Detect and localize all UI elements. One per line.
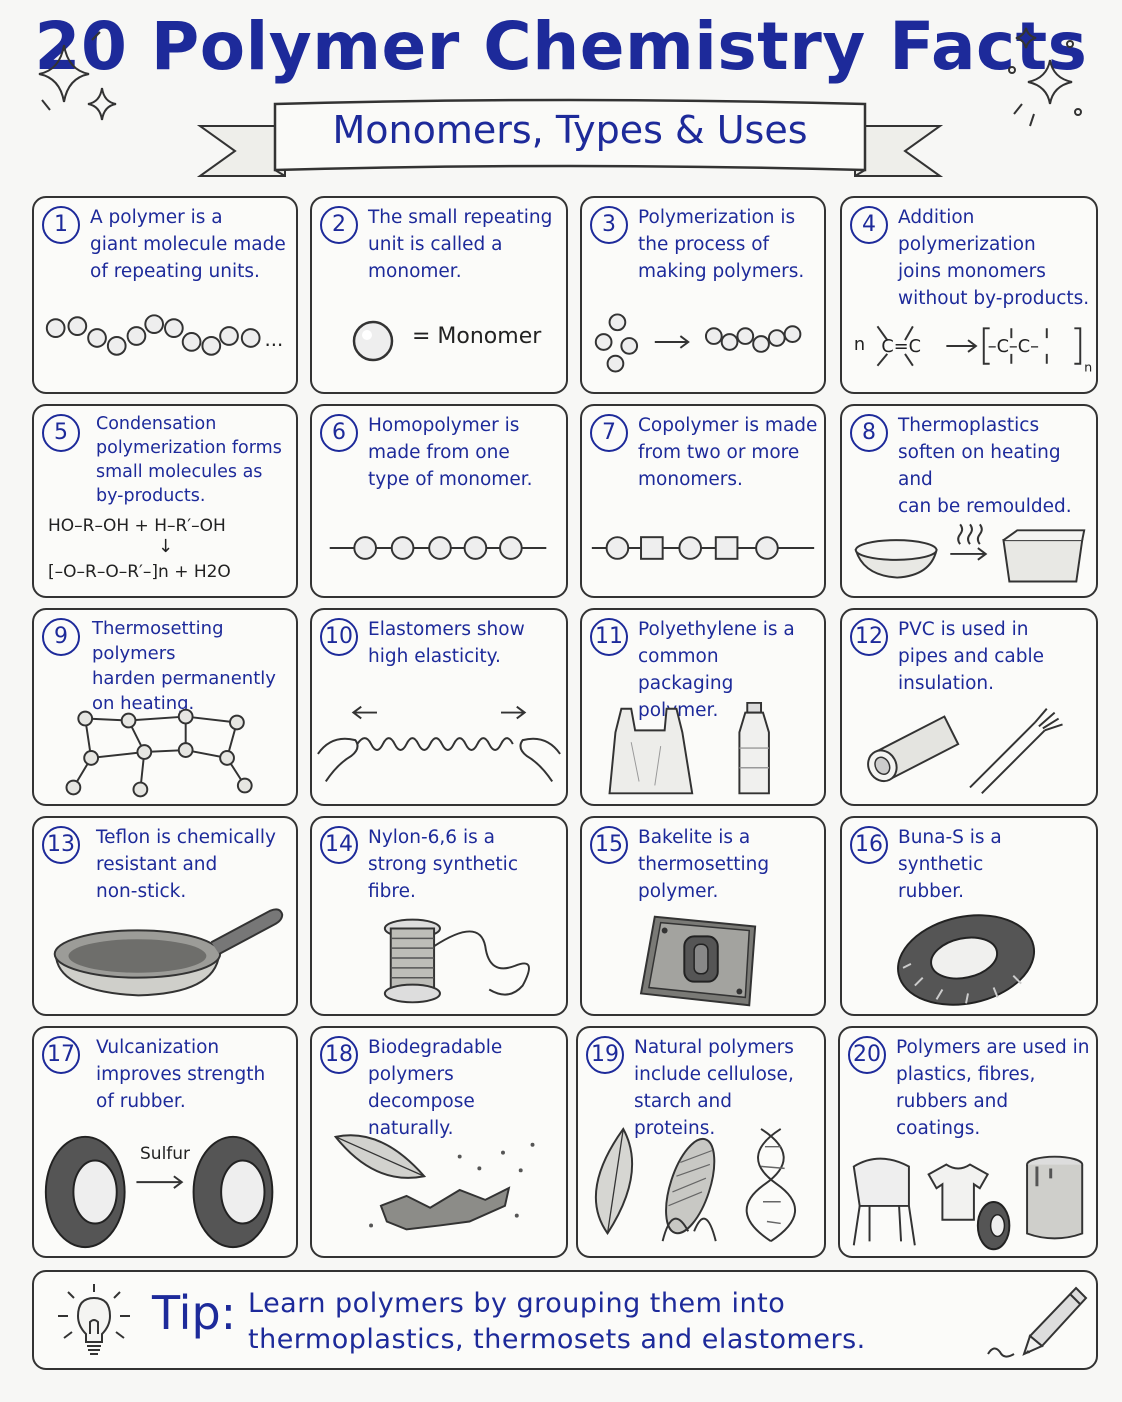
fact-number: 3 [590,206,628,244]
fact-card-18: 18 Biodegradable polymers decompose natu… [310,1026,568,1258]
fact-text: Thermosetting polymers harden permanentl… [92,618,276,714]
fact-number: 14 [320,826,358,864]
fact-card-20: 20 Polymers are used in plastics, fibres… [838,1026,1098,1258]
tyre-illustration [897,914,1036,1006]
monomer-label: = Monomer [412,324,542,349]
fact-card-15: 15 Bakelite is a thermosetting polymer. [580,816,826,1016]
sparkle-icon [38,31,117,121]
fact-number: 4 [850,206,888,244]
fact-number: 1 [42,206,80,244]
fact-card-19: 19 Natural polymers include cellulose, s… [576,1026,826,1258]
fact-text: Elastomers show high elasticity. [368,619,525,667]
fact-text: Polyethylene is a common packaging polym… [638,619,795,721]
thread-spool-illustration [383,918,530,1004]
fact-card-17: 17 Vulcanization improves strength of ru… [32,1026,298,1258]
fact-number: 8 [850,414,888,452]
polymer-products-illustration [852,1155,1084,1251]
frying-pan-illustration [53,908,284,997]
fact-text: Addition polymerization joins monomers w… [898,207,1090,309]
addition-reaction-diagram: n C=C –C–C– n [854,325,1092,376]
fact-text: Thermoplastics soften on heating and can… [898,415,1072,517]
fact-text: A polymer is a giant molecule made of re… [90,207,286,282]
sparkle-icon [1008,27,1082,127]
homopolymer-chain [329,536,547,560]
fact-card-16: 16 Buna-S is a synthetic rubber. [840,816,1098,1016]
fact-text: The small repeating unit is called a mon… [368,207,553,282]
products-equation: [–O–R–O–R′–]n + H2O [48,562,231,582]
fact-card-14: 14 Nylon-6,6 is a strong synthetic fibre… [310,816,568,1016]
natural-polymers-illustration [594,1127,796,1242]
tip-text: Learn polymers by grouping them into the… [248,1288,866,1355]
fact-card-11: 11 Polyethylene is a common packaging po… [580,608,826,806]
fact-text: Natural polymers include cellulose, star… [634,1037,794,1139]
fact-text: PVC is used in pipes and cable insulatio… [898,619,1044,694]
fact-number: 20 [848,1036,886,1074]
fact-number: 5 [42,414,80,452]
fact-text: Polymerization is the process of making … [638,207,805,282]
page-title: 20 Polymer Chemistry Facts [34,8,1088,85]
fact-text: Polymers are used in plastics, fibres, r… [896,1037,1090,1139]
polymerization-illustration [594,313,802,373]
bakelite-switch-illustration [639,915,757,1007]
copolymer-chain [591,536,815,560]
fact-text: Vulcanization improves strength of rubbe… [96,1037,266,1112]
vulcanization-illustration [44,1135,274,1249]
svg-text:C=C: C=C [881,337,921,357]
fact-card-6: 6 Homopolymer is made from one type of m… [310,404,568,598]
fact-text: Teflon is chemically resistant and non-s… [96,827,276,902]
fact-text: Condensation polymerization forms small … [96,414,282,506]
svg-text:...: ... [264,328,283,351]
fact-number: 13 [42,826,80,864]
pencil-icon [987,1286,1088,1358]
fact-number: 16 [850,826,888,864]
fact-text: Nylon-6,6 is a strong synthetic fibre. [368,827,518,902]
reactants-equation: HO–R–OH + H–R′–OH [48,516,226,536]
fact-text: Biodegradable polymers decompose natural… [368,1037,503,1139]
fact-number: 10 [320,618,358,656]
fact-number: 6 [320,414,358,452]
thermoplastic-remould-illustration [854,523,1086,583]
fact-number: 12 [850,618,888,656]
fact-number: 2 [320,206,358,244]
tip-label: Tip: [152,1286,237,1340]
fact-number: 11 [590,618,628,656]
page-subtitle: Monomers, Types & Uses [332,108,808,152]
down-arrow-icon: ↓ [158,536,174,557]
pvc-pipe-and-cable-illustration [867,708,1063,795]
fact-card-4: 4 Addition polymerization joins monomers… [840,196,1098,394]
fact-number: 18 [320,1036,358,1074]
sulfur-label: Sulfur [140,1144,191,1164]
fact-text: Copolymer is made from two or more monom… [638,415,818,490]
fact-number: 9 [42,618,80,656]
fact-text: Buna-S is a synthetic rubber. [898,827,1002,902]
svg-text:n: n [1084,361,1092,376]
fact-card-7: 7 Copolymer is made from two or more mon… [580,404,826,598]
decomposing-leaf-illustration [333,1134,535,1231]
svg-text:–C–C–: –C–C– [988,337,1039,357]
tip-box: Tip: Learn polymers by grouping them int… [32,1270,1098,1370]
fact-number: 15 [590,826,628,864]
fact-number: 7 [590,414,628,452]
fact-number: 17 [42,1036,80,1074]
fact-card-3: 3 Polymerization is the process of makin… [580,196,826,394]
fact-card-5: 5 Condensation polymerization forms smal… [32,404,298,598]
fact-card-1: 1 A polymer is a giant molecule made of … [32,196,298,394]
lightbulb-icon [58,1284,130,1355]
polymer-chain-illustration: ... [45,314,283,356]
plastic-bag-and-bottle-illustration [608,702,770,795]
fact-text: Homopolymer is made from one type of mon… [368,415,533,490]
fact-card-2: 2 The small repeating unit is called a m… [310,196,568,394]
stretched-spring-illustration [317,705,561,783]
crosslinked-network-illustration [65,708,253,798]
svg-text:n: n [854,335,865,355]
fact-card-8: 8 Thermoplastics soften on heating and c… [840,404,1098,598]
fact-card-13: 13 Teflon is chemically resistant and no… [32,816,298,1016]
ribbon-banner [196,98,944,177]
fact-card-9: 9 Thermosetting polymers harden permanen… [32,608,298,806]
fact-number: 19 [586,1036,624,1074]
fact-text: Bakelite is a thermosetting polymer. [638,827,770,902]
monomer-icon [352,320,394,362]
fact-card-12: 12 PVC is used in pipes and cable insula… [840,608,1098,806]
fact-card-10: 10 Elastomers show high elasticity. [310,608,568,806]
